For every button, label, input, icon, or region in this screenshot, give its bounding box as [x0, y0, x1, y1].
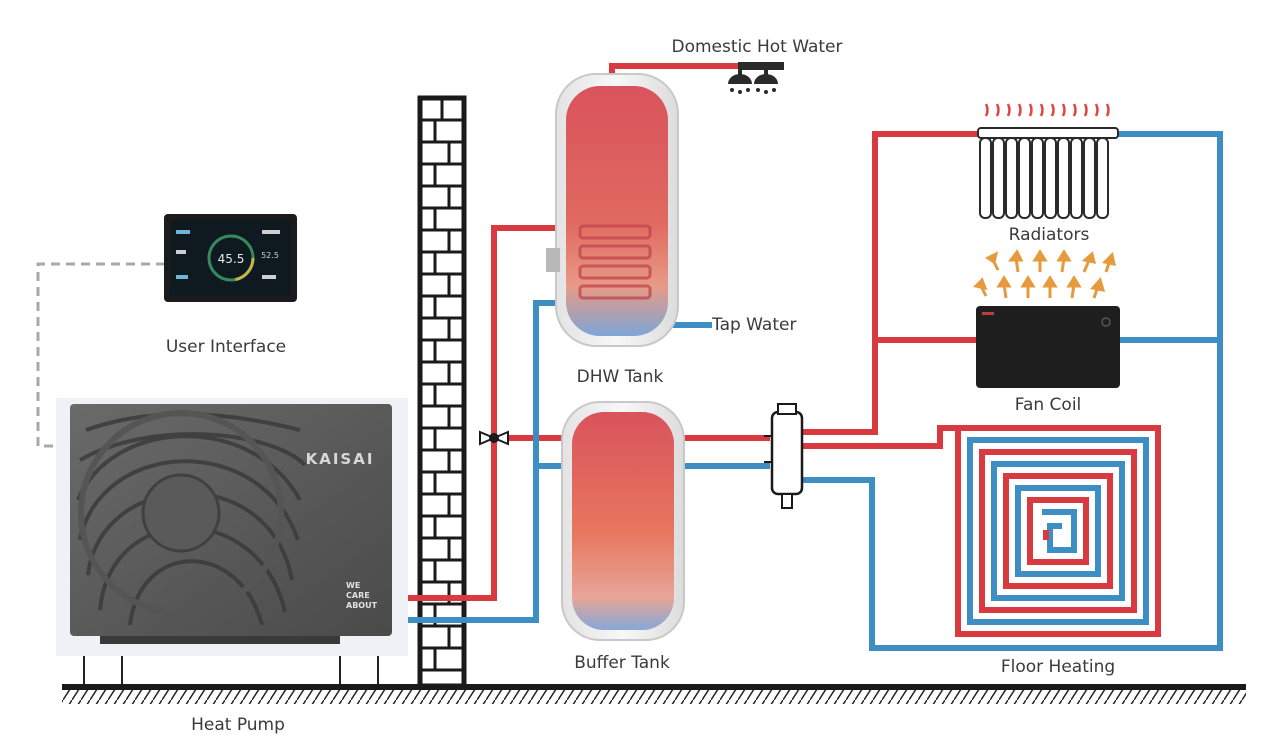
label-user-interface: User Interface — [166, 337, 286, 357]
brick-wall — [417, 95, 467, 689]
ground — [62, 684, 1246, 704]
return-pipes — [408, 131, 1223, 651]
fan-coil-airflow-arrows-icon — [973, 249, 1116, 299]
hydraulic-manifold — [764, 403, 804, 509]
fan-coil — [973, 249, 1120, 388]
radiator-heat-waves-icon — [984, 103, 1110, 117]
heat-pump-brand: KAISAI — [306, 450, 375, 468]
user-interface-controller: 45.5 52.5 — [164, 214, 297, 302]
heat-pump-badge-line-2: CARE — [346, 591, 370, 600]
floor-heating-coil — [955, 425, 1161, 637]
dhw-tank — [546, 73, 679, 347]
label-floor-heating: Floor Heating — [1001, 657, 1115, 677]
label-buffer-tank: Buffer Tank — [574, 653, 670, 673]
label-dhw-tank: DHW Tank — [577, 367, 664, 387]
heat-pump-unit: KAISAI WE CARE ABOUT — [56, 398, 408, 684]
label-fan-coil: Fan Coil — [1015, 395, 1082, 415]
heat-pump-badge-line-1: WE — [346, 581, 360, 590]
controller-side-value: 52.5 — [261, 251, 279, 260]
controller-center-value: 45.5 — [218, 252, 245, 266]
label-tap-water: Tap Water — [711, 315, 796, 335]
control-cable — [36, 262, 165, 448]
heat-pump-badge-line-3: ABOUT — [346, 601, 378, 610]
buffer-tank — [561, 401, 685, 641]
radiator — [977, 103, 1119, 219]
label-domestic-hot-water: Domestic Hot Water — [671, 37, 842, 57]
label-heat-pump: Heat Pump — [191, 715, 285, 735]
shower-heads-icon — [728, 62, 784, 94]
three-way-valve-icon — [479, 430, 509, 446]
label-radiators: Radiators — [1009, 225, 1090, 245]
